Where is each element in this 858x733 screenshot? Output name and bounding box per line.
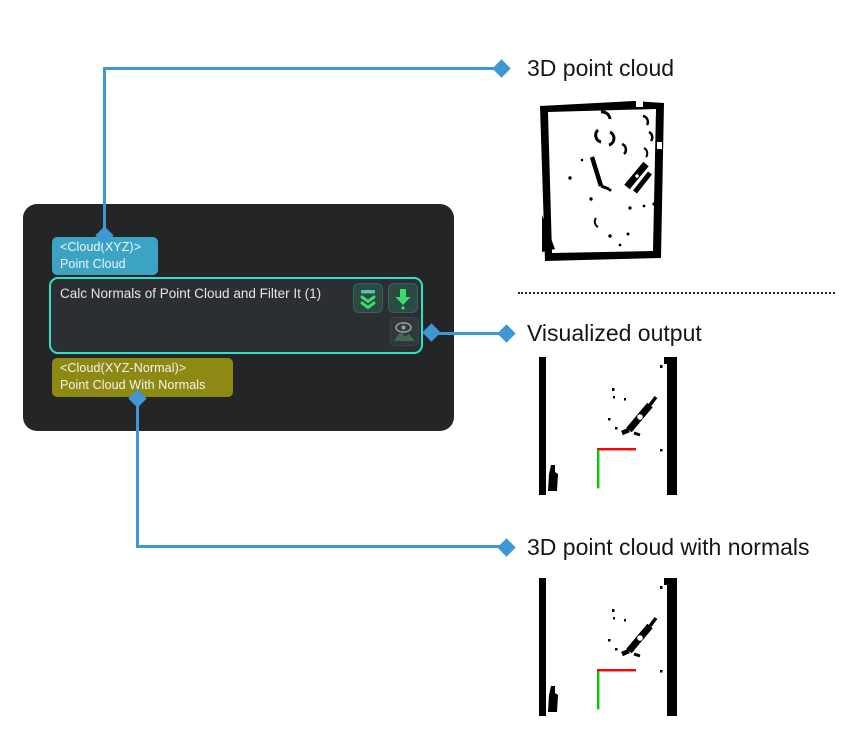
connector2-diamond-icon <box>496 323 516 343</box>
connector1-horizontal-line <box>104 66 501 70</box>
output-port-datatype: <Cloud(XYZ-Normal)> <box>60 361 187 375</box>
collapse-expand-button[interactable] <box>353 283 383 313</box>
step-node-title: Calc Normals of Point Cloud and Filter I… <box>60 286 322 301</box>
output-port-label: Point Cloud With Normals <box>60 378 206 392</box>
visualize-output-button[interactable] <box>390 317 419 346</box>
annotation-visualized-output: Visualized output <box>527 320 702 346</box>
connector3-diamond-icon <box>496 537 516 557</box>
3d-point-cloud-preview <box>538 100 667 263</box>
run-step-button[interactable] <box>388 283 418 313</box>
connector1-vertical-line <box>102 66 106 233</box>
run-step-arrow-icon <box>389 284 417 312</box>
input-port-datatype: <Cloud(XYZ)> <box>60 240 142 254</box>
connector1-diamond-icon <box>491 58 511 78</box>
annotation-3d-point-cloud: 3D point cloud <box>527 55 675 81</box>
output-port-point-cloud-with-normals[interactable]: <Cloud(XYZ-Normal)> Point Cloud With Nor… <box>52 358 233 397</box>
input-port-label: Point Cloud <box>60 257 126 271</box>
dotted-divider <box>518 292 835 294</box>
collapse-expand-icon <box>354 284 382 312</box>
visualize-output-eye-icon <box>391 318 418 345</box>
connector3-horizontal-line <box>135 544 507 548</box>
annotation-3d-point-cloud-with-normals: 3D point cloud with normals <box>527 534 810 560</box>
visualized-output-preview <box>539 357 677 495</box>
connector3-vertical-line <box>135 398 139 546</box>
connector2-horizontal-line <box>431 331 506 335</box>
point-cloud-with-normals-preview <box>539 578 677 716</box>
